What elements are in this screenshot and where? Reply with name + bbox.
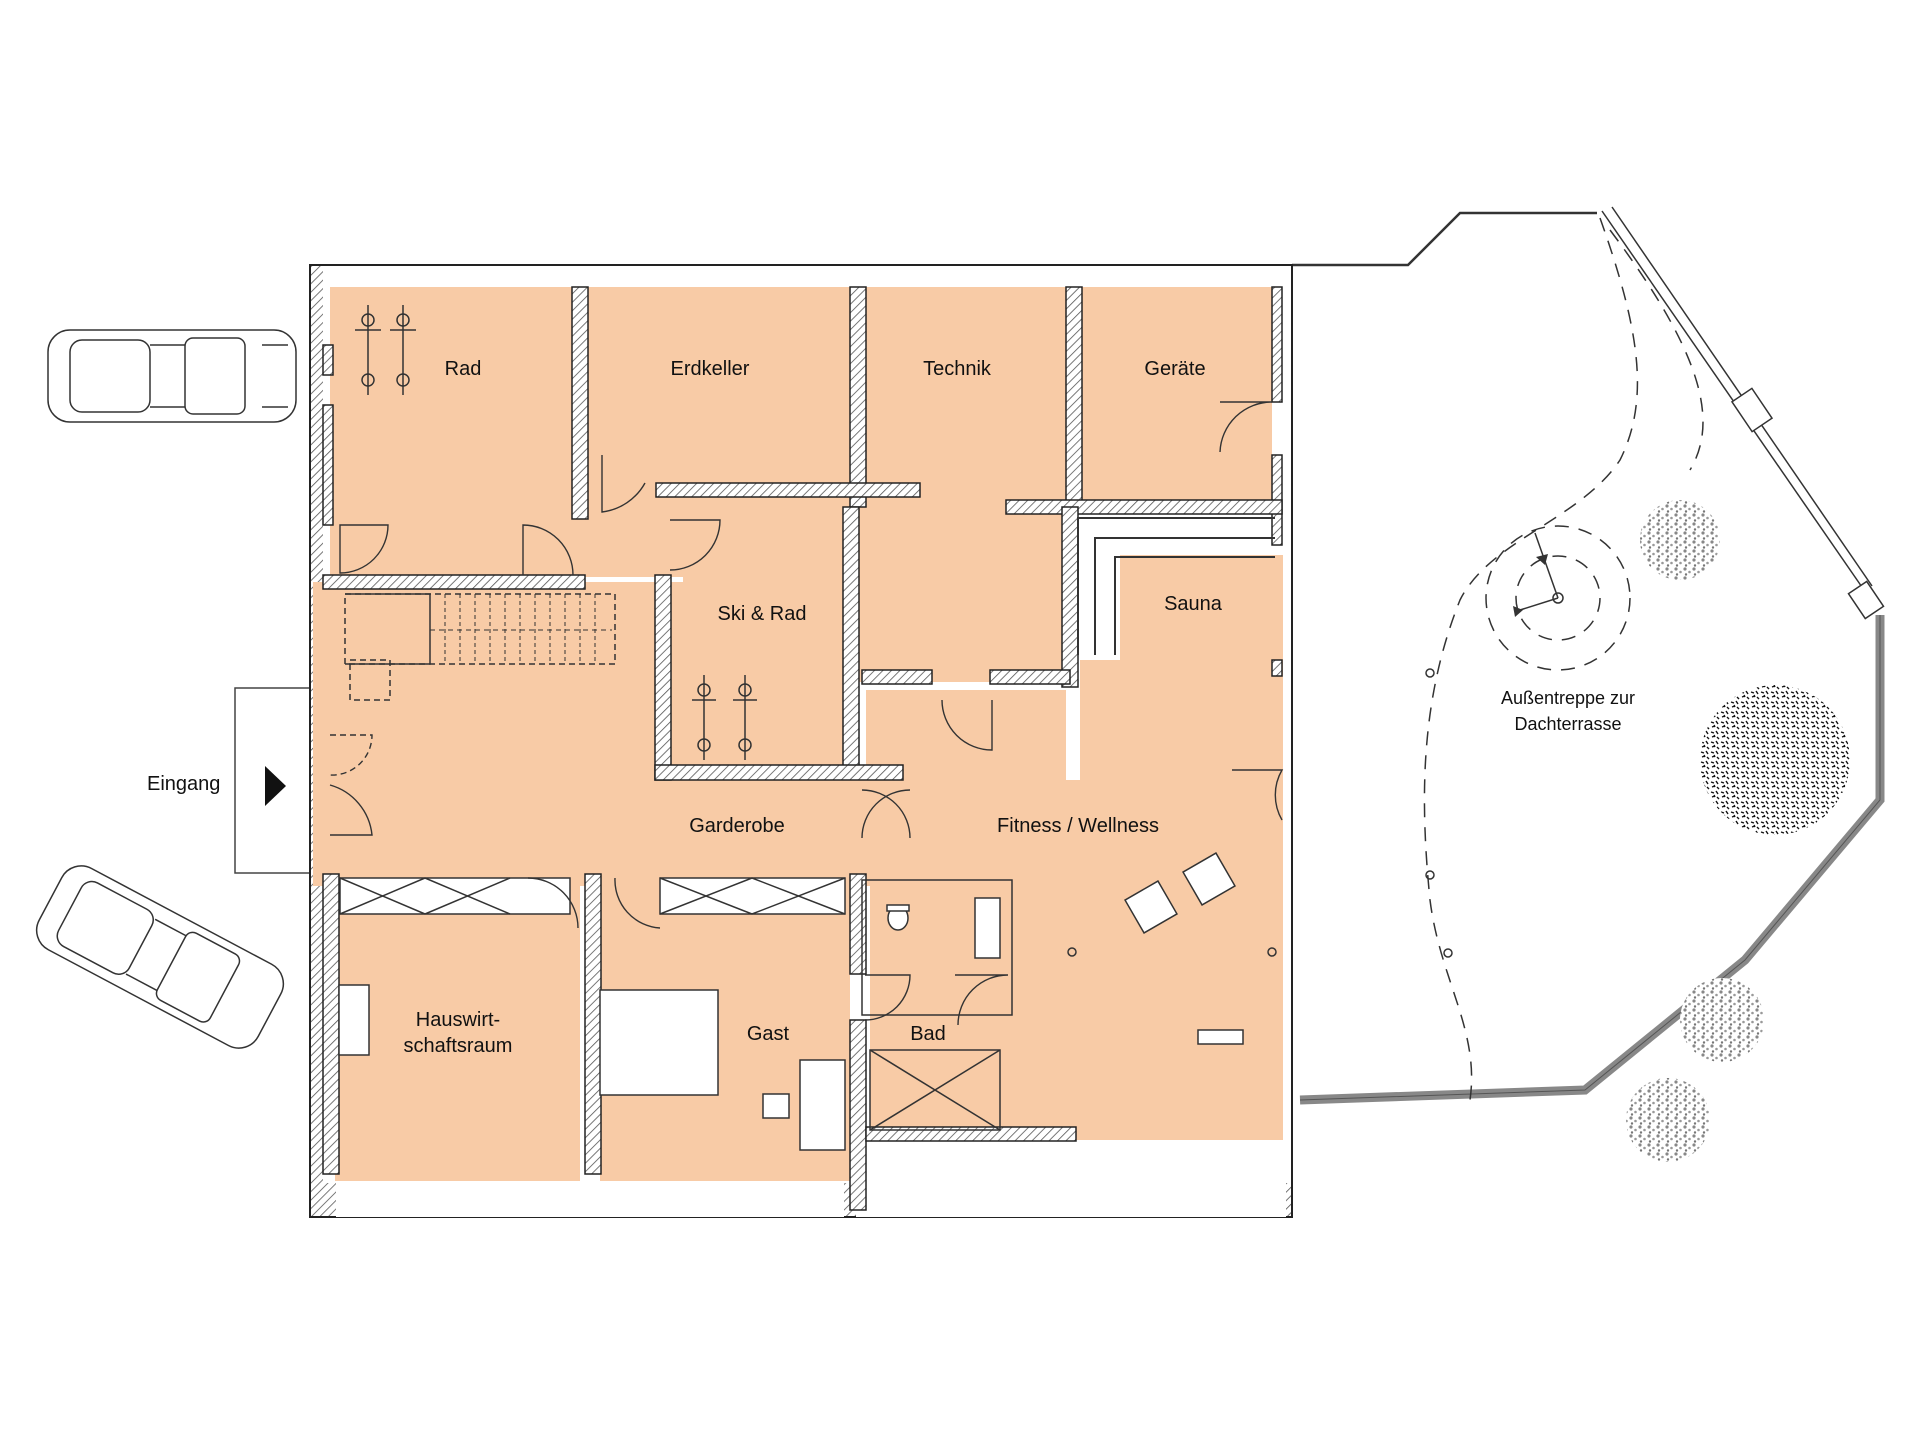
eingang-label: Eingang	[147, 773, 220, 795]
aussentreppe-label-1: Außentreppe zur	[1501, 688, 1635, 708]
room-erdkeller: Erdkeller	[671, 358, 750, 380]
car-icon	[35, 865, 285, 1049]
room-ski-rad: Ski & Rad	[718, 603, 807, 625]
fitness-chair-icon	[1124, 880, 1178, 934]
room-sauna: Sauna	[1164, 593, 1223, 615]
cabinets	[339, 877, 846, 915]
sink-icon	[974, 897, 1001, 959]
tree-icon	[1640, 500, 1720, 580]
car-icon	[47, 329, 297, 423]
staircase	[344, 593, 616, 701]
room-bad: Bad	[910, 1023, 946, 1045]
tree-icon	[1700, 685, 1850, 835]
washing-machine	[338, 984, 370, 1056]
bed	[599, 989, 719, 1096]
fitness-chair-icon	[1182, 852, 1236, 906]
room-technik: Technik	[923, 358, 992, 380]
bicycle-icon	[355, 305, 416, 395]
room-garderobe: Garderobe	[689, 815, 785, 837]
tree-icon	[1680, 978, 1764, 1062]
room-geraete: Geräte	[1144, 358, 1205, 380]
building: Rad Erdkeller Technik Geräte Ski & Rad S…	[309, 264, 1293, 1218]
entrance-arrow-icon[interactable]	[265, 766, 286, 806]
room-rad: Rad	[445, 358, 482, 380]
toilet-icon	[886, 904, 910, 931]
room-gast: Gast	[747, 1023, 790, 1045]
room-fitness: Fitness / Wellness	[997, 815, 1159, 837]
tree-icon	[1626, 1078, 1710, 1162]
room-hauswirtschaft-2: schaftsraum	[404, 1035, 513, 1057]
doors	[329, 401, 1284, 1026]
room-hauswirtschaft-1: Hauswirt-	[416, 1009, 500, 1031]
garden-area: Außentreppe zur Dachterrasse	[1292, 206, 1885, 1162]
spiral-stair-icon	[1485, 525, 1631, 671]
bicycle-icon	[692, 675, 757, 760]
aussentreppe-label-2: Dachterrasse	[1514, 714, 1621, 734]
exercise-bike	[1197, 1029, 1244, 1045]
shower	[869, 1049, 1001, 1131]
desk	[799, 1059, 846, 1151]
stool	[762, 1093, 790, 1119]
